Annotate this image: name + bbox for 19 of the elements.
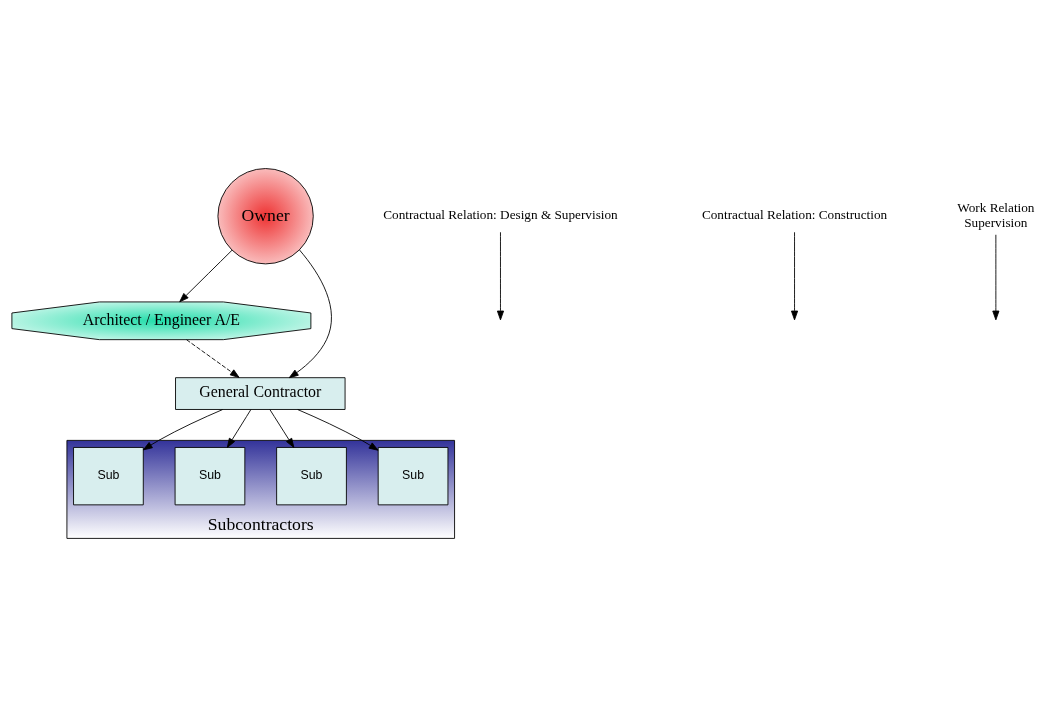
node-box: Sub	[377, 446, 449, 505]
arrow	[288, 249, 332, 378]
arrow	[186, 338, 240, 378]
node-text: Contractual Relation: Design & Supervision	[383, 206, 618, 222]
node-box: Sub	[73, 446, 144, 505]
arrow	[992, 233, 1000, 320]
arrow	[226, 408, 252, 448]
node-text: Contractual Relation: Construction	[701, 206, 888, 222]
node-box: General Contractor	[175, 376, 346, 410]
arrow	[791, 231, 799, 320]
node-text: Work Relation Supervision	[957, 199, 1035, 230]
arrow	[179, 249, 233, 302]
node-box: Sub	[276, 446, 347, 505]
arrow	[142, 408, 224, 450]
arrow	[297, 408, 379, 451]
arrow	[496, 231, 504, 320]
arrow	[269, 408, 295, 448]
node-box: Sub	[174, 446, 246, 505]
node-circle: Owner	[217, 167, 314, 264]
